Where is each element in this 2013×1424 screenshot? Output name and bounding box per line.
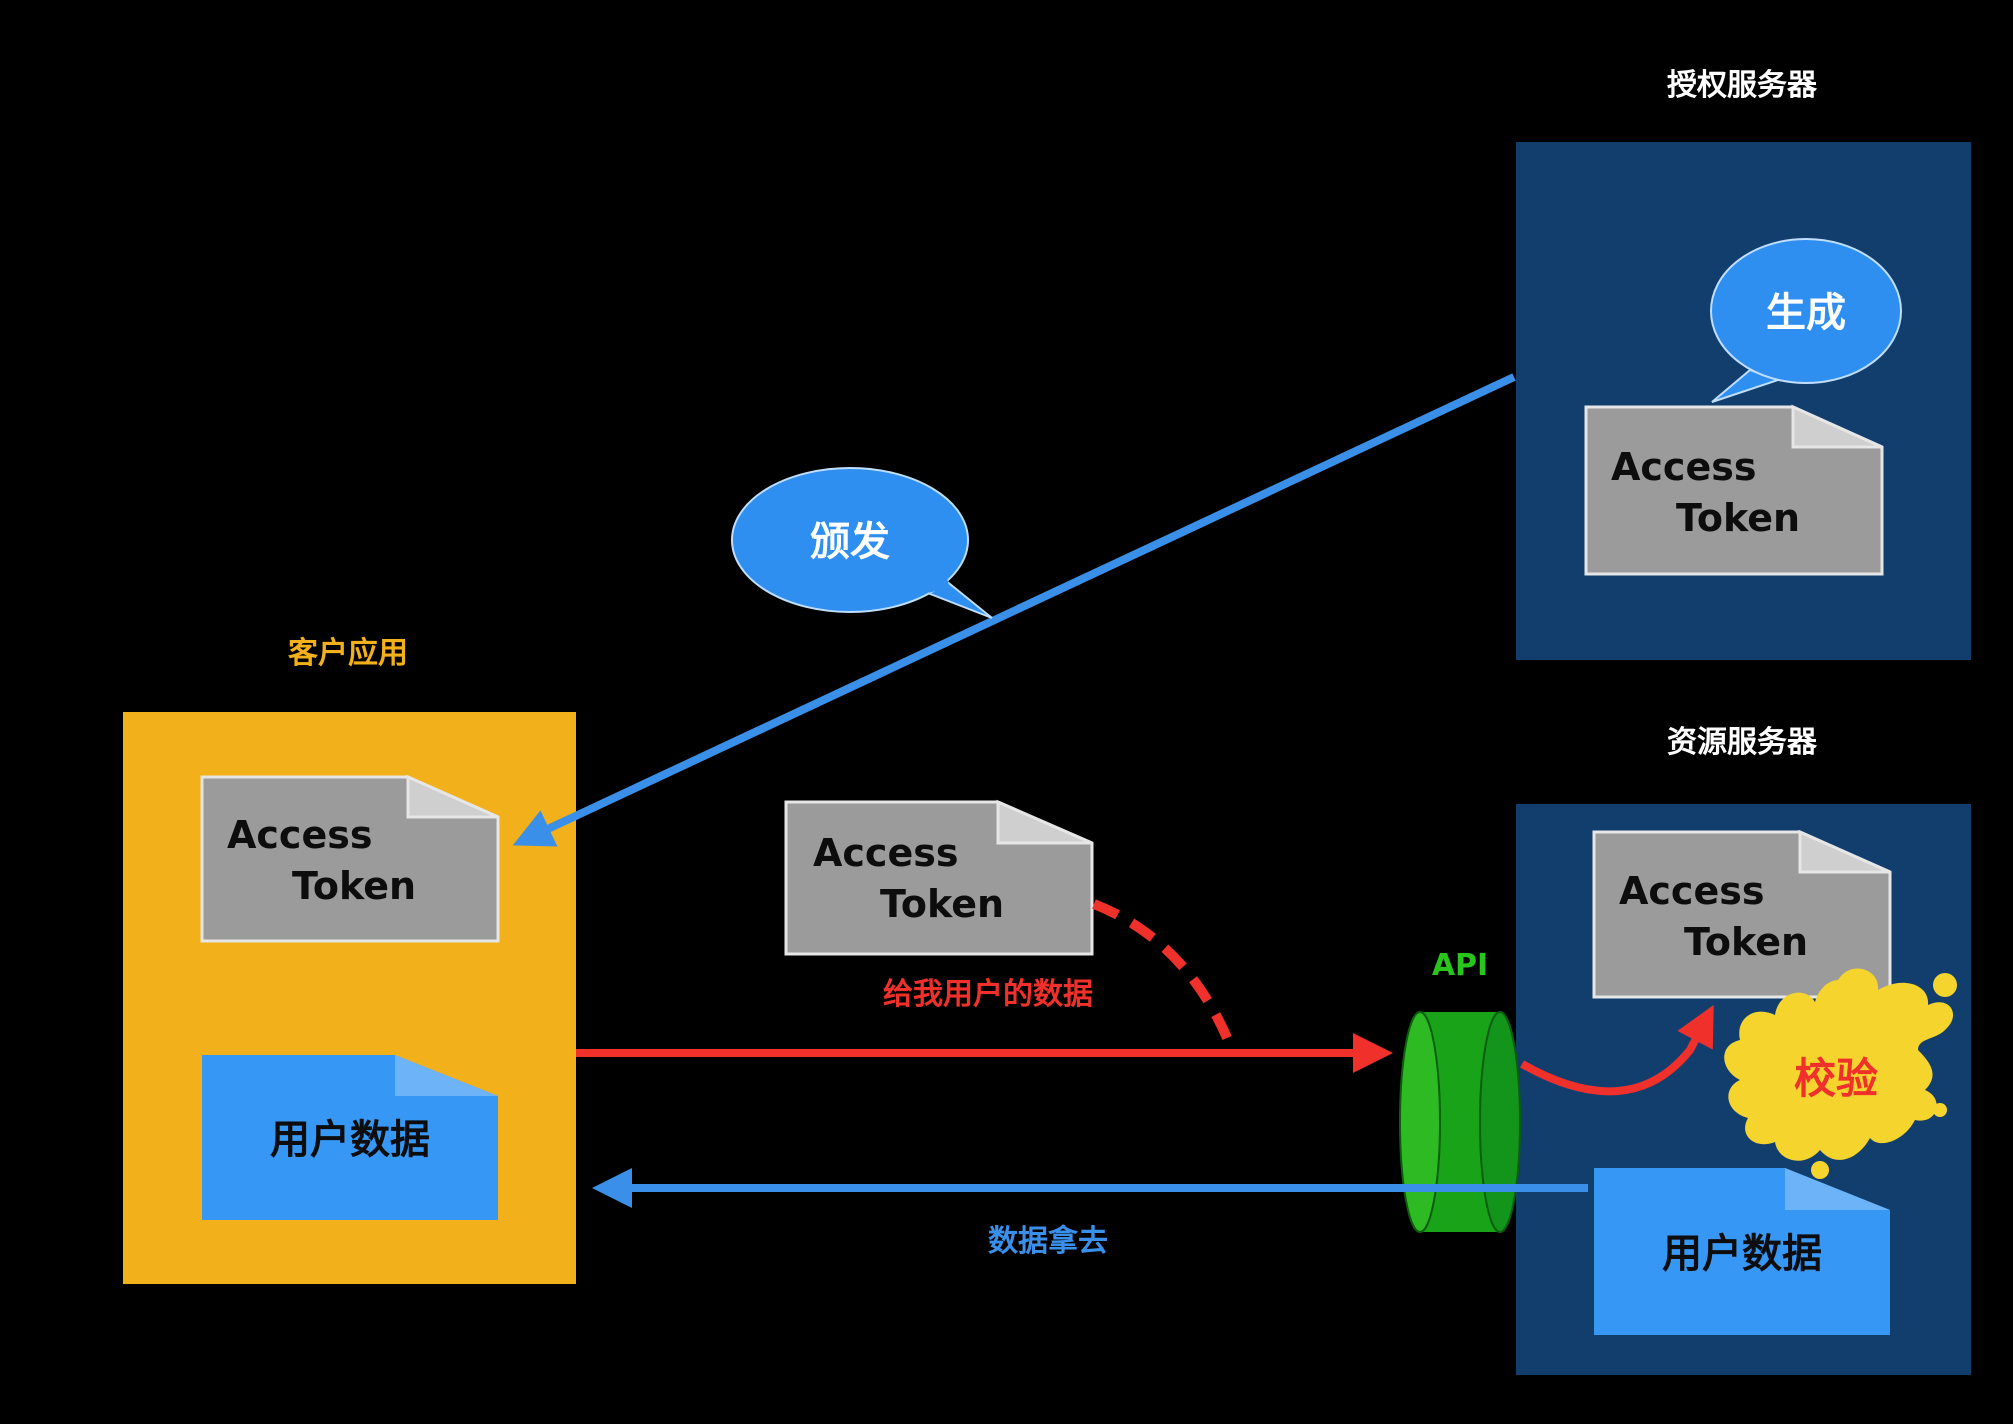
api-cylinder[interactable] bbox=[1399, 1011, 1521, 1233]
verify-splat: 校验 bbox=[1724, 968, 1957, 1179]
auth-server-box bbox=[1516, 142, 1971, 660]
token-line2: Token bbox=[880, 882, 1004, 926]
api-label: API bbox=[1432, 948, 1488, 983]
token-line2: Token bbox=[292, 864, 416, 908]
client-access-token-doc: Access Token bbox=[200, 774, 500, 943]
client-user-data-doc: 用户数据 bbox=[202, 1055, 498, 1220]
response-label: 数据拿去 bbox=[988, 1224, 1108, 1259]
token-attach-dashed-line bbox=[1092, 899, 1233, 1042]
user-data-label: 用户数据 bbox=[270, 1117, 430, 1163]
generate-label: 生成 bbox=[1766, 290, 1846, 336]
resource-user-data-doc: 用户数据 bbox=[1594, 1168, 1890, 1335]
generate-bubble: 生成 bbox=[1710, 238, 1902, 403]
resource-server-title: 资源服务器 bbox=[1667, 725, 1818, 760]
issue-label: 颁发 bbox=[810, 519, 890, 565]
token-line1: Access bbox=[1611, 445, 1756, 489]
user-data-label: 用户数据 bbox=[1662, 1231, 1822, 1277]
auth-access-token-doc: Access Token bbox=[1584, 404, 1884, 576]
token-line2: Token bbox=[1676, 496, 1800, 540]
request-label: 给我用户的数据 bbox=[883, 977, 1093, 1012]
verify-arrow bbox=[1520, 1004, 1714, 1096]
issue-bubble: 颁发 bbox=[731, 467, 993, 619]
verify-label: 校验 bbox=[1794, 1054, 1878, 1103]
issue-arrow bbox=[512, 373, 1516, 847]
resource-access-token-doc: Access Token bbox=[1592, 829, 1892, 999]
client-app-title: 客户应用 bbox=[288, 636, 408, 671]
token-line2: Token bbox=[1684, 920, 1808, 964]
request-access-token-doc: Access Token bbox=[784, 799, 1094, 956]
token-line1: Access bbox=[813, 831, 958, 875]
token-line1: Access bbox=[227, 813, 372, 857]
auth-server-title: 授权服务器 bbox=[1667, 68, 1818, 103]
token-line1: Access bbox=[1619, 869, 1764, 913]
